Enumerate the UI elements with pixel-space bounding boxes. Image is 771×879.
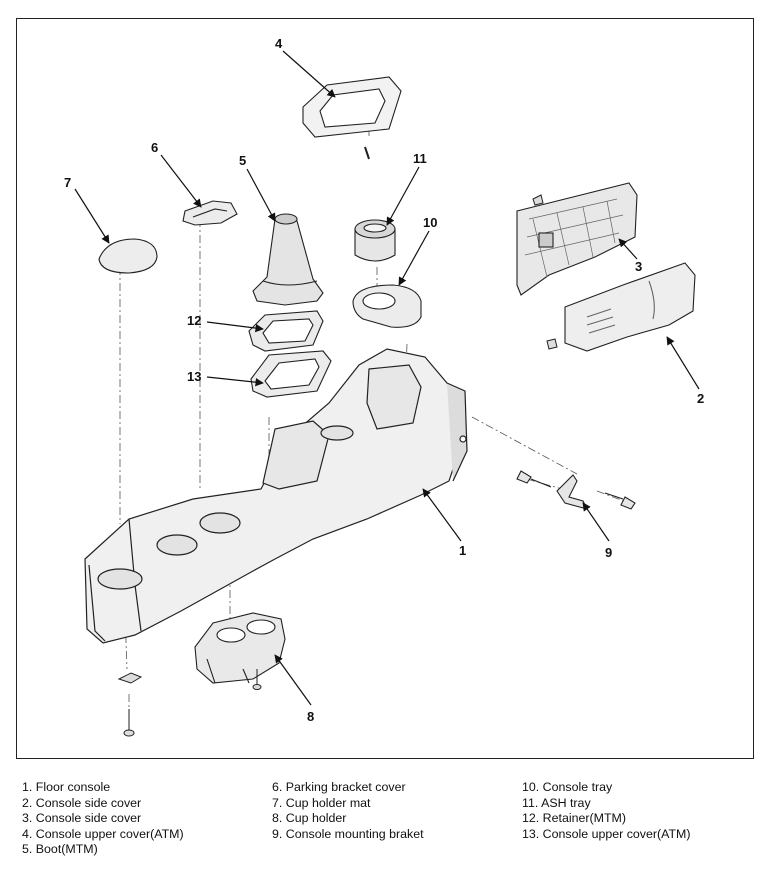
leader-6 [160,154,202,208]
legend-item-12: 12. Retainer(MTM) [522,811,626,826]
leader-13 [206,376,264,387]
legend-item-11: 11. ASH tray [522,795,591,810]
floor-console-part [84,348,468,644]
leader-11 [386,166,420,226]
leader-5 [246,168,276,222]
ash-tray-part [354,219,396,262]
callout-13: 13 [187,369,201,384]
legend-item-2: 2. Console side cover [22,795,142,810]
console-side-cover-front-part [564,262,696,352]
legend-item-3: 3. Console side cover [22,811,142,826]
callout-1: 1 [459,543,466,558]
legend-item-13: 13. Console upper cover(ATM) [522,826,691,841]
legend-item-9: 9. Console mounting braket [272,826,424,841]
callout-11: 11 [413,151,427,166]
parking-bracket-cover-part [182,200,238,226]
console-upper-cover-atm-part [302,76,402,160]
retainer-mtm-part [248,310,324,352]
callout-labels: 4 6 7 5 11 10 3 2 12 13 1 9 8 [64,36,704,724]
cup-holder-mat-part [98,238,158,274]
legend-item-8: 8. Cup holder [272,811,347,826]
clip-parts [532,194,558,350]
legend-column-1: 1. Floor console 2. Console side cover 3… [22,780,184,858]
leader-arrows [74,50,700,706]
callout-12: 12 [187,313,201,328]
diagram-frame: 4 6 7 5 11 10 3 2 12 13 1 9 8 [16,18,754,759]
callout-2: 2 [697,391,704,406]
console-mounting-bracket-part [516,470,636,510]
leader-2 [666,336,700,390]
leader-7 [74,188,110,244]
callout-4: 4 [275,36,283,51]
callout-7: 7 [64,175,71,190]
legend-column-3: 10. Console tray 11. ASH tray 12. Retain… [522,780,691,842]
console-side-cover-rear-part [516,182,638,296]
callout-3: 3 [635,259,642,274]
console-upper-cover-atm-lower-part [250,350,332,398]
leader-12 [206,321,264,333]
legend-item-7: 7. Cup holder mat [272,795,371,810]
callout-8: 8 [307,709,314,724]
cup-holder-part [194,612,286,684]
leader-8 [274,654,312,706]
callout-9: 9 [605,545,612,560]
leader-4 [282,50,336,98]
callout-10: 10 [423,215,437,230]
leader-1 [422,488,462,542]
legend-item-1: 1. Floor console [22,780,111,794]
leader-3 [618,238,638,260]
legend-item-6: 6. Parking bracket cover [272,780,406,794]
leader-9 [582,502,610,542]
console-tray-part [352,284,422,328]
legend-item-10: 10. Console tray [522,780,613,794]
legend-column-2: 6. Parking bracket cover 7. Cup holder m… [272,780,424,842]
callout-5: 5 [239,153,246,168]
boot-mtm-part [252,213,324,306]
legend-item-4: 4. Console upper cover(ATM) [22,826,184,841]
screw-parts [117,669,262,737]
leader-10 [398,230,430,286]
legend-item-5: 5. Boot(MTM) [22,842,98,857]
parts-legend: 1. Floor console 2. Console side cover 3… [22,780,752,870]
callout-6: 6 [151,140,158,155]
exploded-view-diagram: 4 6 7 5 11 10 3 2 12 13 1 9 8 [64,36,704,737]
